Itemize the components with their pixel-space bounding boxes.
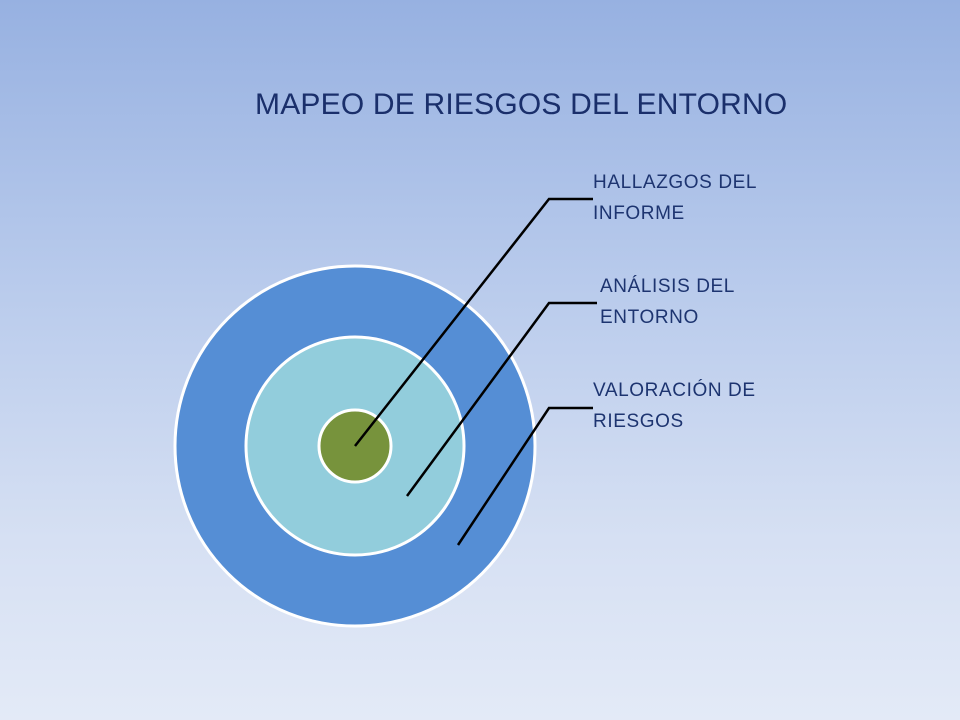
label-analisis-del-entorno: ANÁLISIS DEL ENTORNO — [600, 271, 800, 333]
label-line: INFORME — [593, 203, 685, 224]
label-line: ENTORNO — [600, 307, 699, 328]
connector-line-analisis — [405, 301, 597, 497]
label-line: RIESGOS — [593, 411, 684, 432]
label-line: HALLAZGOS DEL — [593, 172, 758, 193]
connector-line-hallazgos — [354, 197, 593, 447]
slide-title: MAPEO DE RIESGOS DEL ENTORNO — [255, 88, 788, 121]
label-line: ANÁLISIS DEL — [600, 276, 735, 297]
label-line: VALORACIÓN DE — [593, 380, 756, 401]
connector-line-valoracion — [456, 406, 593, 546]
label-hallazgos-del-informe: HALLAZGOS DEL INFORME — [593, 167, 793, 229]
label-valoracion-de-riesgos: VALORACIÓN DE RIESGOS — [593, 375, 793, 437]
